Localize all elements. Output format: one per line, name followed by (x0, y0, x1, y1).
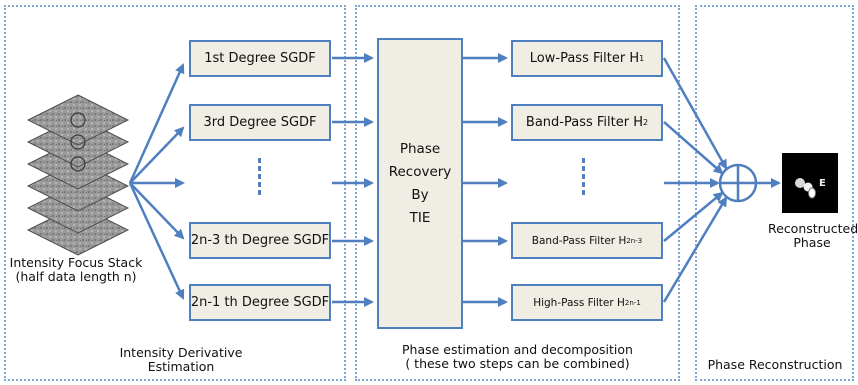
reconstructed-phase-image: E (782, 153, 838, 213)
phase-line-4: TIE (409, 209, 431, 226)
phase-line-1: Phase (399, 140, 441, 157)
filter-subscript: 1 (639, 54, 645, 63)
region-caption-derivative-line-2: Estimation (147, 359, 215, 374)
input-caption-line-2: (half data length n) (15, 269, 137, 284)
phase-recovery-box: Phase Recovery By TIE (377, 38, 463, 329)
filter-subscript: 2n-1 (624, 298, 641, 307)
input-caption: Intensity Focus Stack (half data length … (6, 256, 146, 284)
filter-ellipsis (582, 158, 585, 198)
filter-label: Low-Pass Filter H (529, 51, 640, 66)
sgdf-box-1: 1st Degree SGDF (189, 40, 331, 77)
region-phase-reconstruction (695, 5, 854, 381)
region-caption-derivative-line-1: Intensity Derivative (119, 345, 243, 360)
output-caption-line-1: Reconstructed (768, 221, 858, 236)
arrow-stack-to-sgdf2n3 (129, 182, 185, 240)
intensity-stack-icon (26, 94, 130, 256)
region-caption-derivative: Intensity Derivative Estimation (86, 346, 276, 374)
output-caption-line-2: Phase (793, 235, 831, 250)
region-caption-reconstruction-line-1: Phase Reconstruction (707, 357, 843, 372)
arrow-stack-to-sgdf2n1 (128, 182, 185, 300)
region-derivative-estimation (4, 5, 346, 381)
arrow-bandpass2n3-to-sum (663, 191, 724, 242)
filter-label: Band-Pass Filter H (525, 115, 643, 130)
region-caption-reconstruction: Phase Reconstruction (700, 358, 850, 372)
region-caption-phase-line-1: Phase estimation and decomposition (402, 342, 633, 357)
arrow-stack-to-sgdf3 (129, 126, 185, 184)
region-phase-estimation (355, 5, 680, 381)
sgdf-ellipsis (258, 158, 261, 198)
sgdf-box-2n-3: 2n-3 th Degree SGDF (189, 222, 331, 259)
arrow-bandpass2-to-sum (663, 121, 724, 175)
phase-line-3: By (411, 186, 429, 203)
arrow-stack-to-sgdf1 (128, 63, 185, 184)
sgdf-box-2n-1: 2n-1 th Degree SGDF (189, 284, 331, 321)
region-caption-phase-line-2: ( these two steps can be combined) (405, 356, 630, 371)
filter-label: High-Pass Filter H (533, 296, 625, 309)
phase-line-2: Recovery (388, 163, 452, 180)
summation-node (718, 163, 758, 203)
arrow-lowpass-to-sum (662, 57, 728, 170)
output-caption: Reconstructed Phase (768, 221, 858, 250)
image-letters: E (819, 178, 826, 189)
filter-subscript: 2n-3 (626, 236, 643, 245)
filter-subscript: 2 (642, 118, 649, 127)
region-caption-phase-estimation: Phase estimation and decomposition ( the… (370, 343, 665, 371)
arrow-highpass-to-sum (662, 196, 728, 303)
filter-label: Band-Pass Filter H (531, 234, 627, 247)
sgdf-box-3: 3rd Degree SGDF (189, 104, 331, 141)
input-caption-line-1: Intensity Focus Stack (9, 255, 143, 270)
